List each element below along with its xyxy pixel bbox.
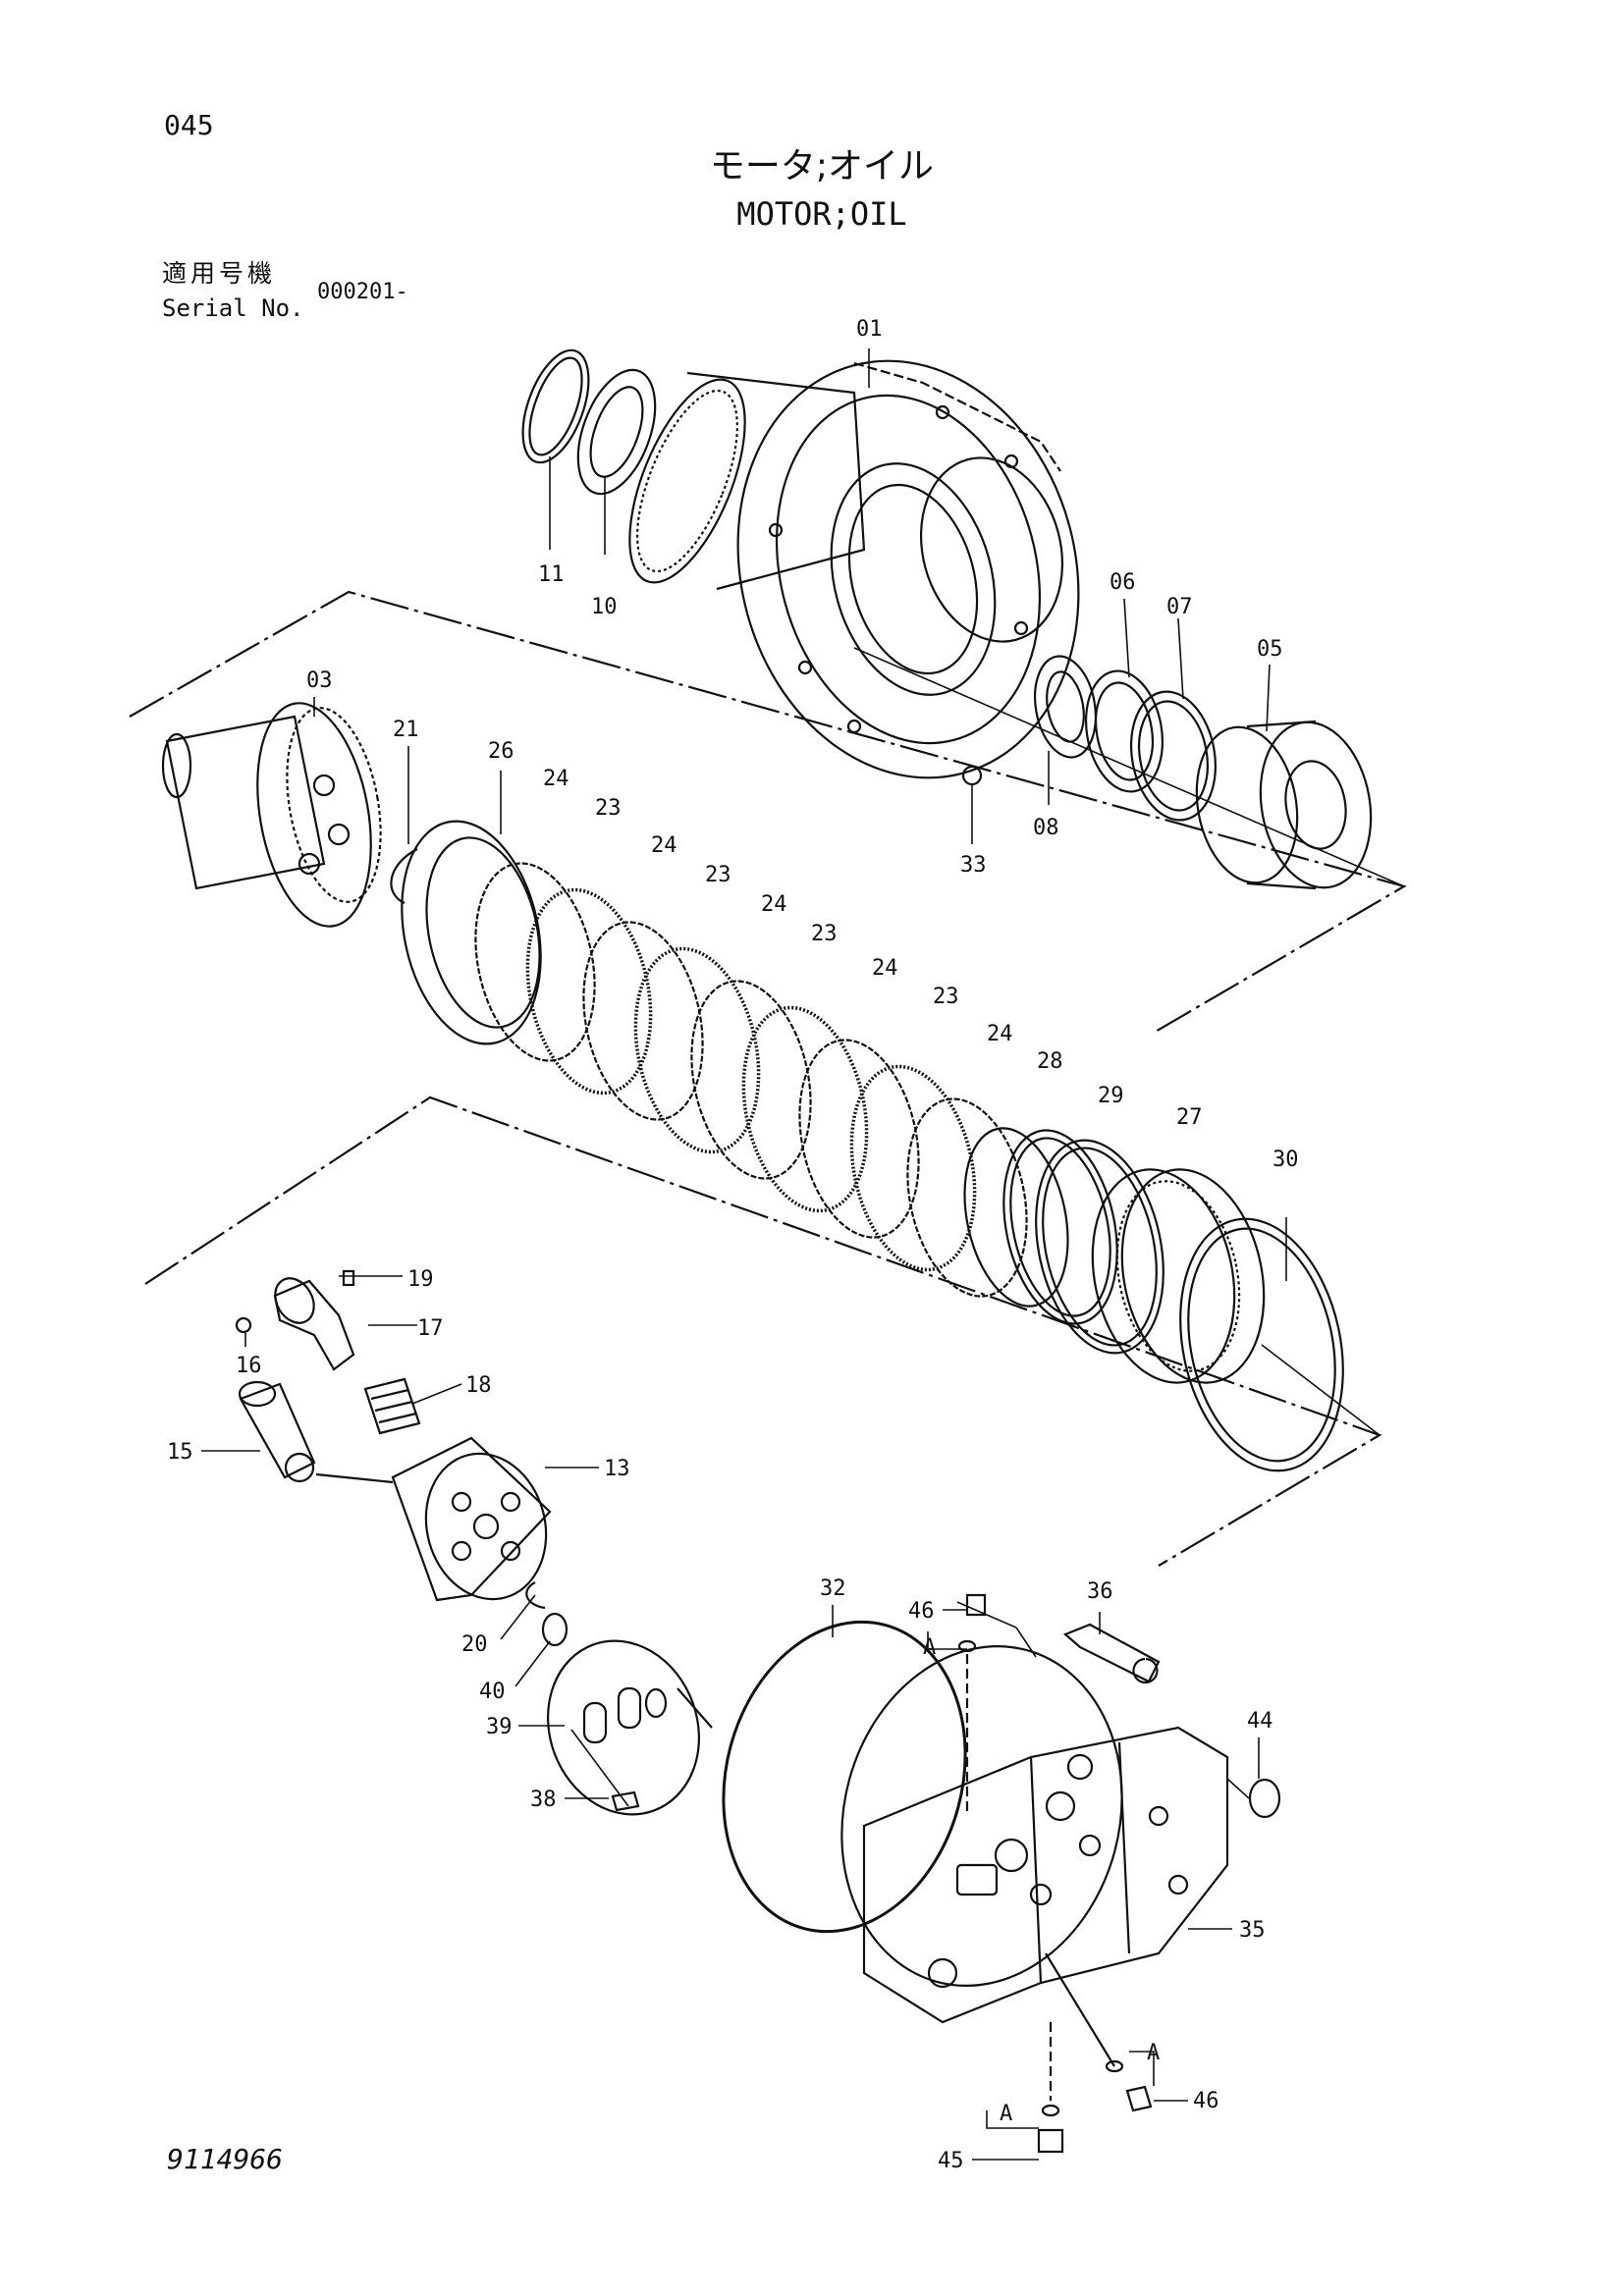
serial-label-english: Serial No. <box>162 294 304 322</box>
callout-32: 32 <box>820 1576 846 1601</box>
leader-line <box>315 1472 394 1484</box>
o-ring-a-right <box>1105 2059 1124 2073</box>
callout-brackets <box>927 1631 1155 2129</box>
bush-40 <box>541 1612 568 1647</box>
callout-44: 44 <box>1247 1709 1273 1734</box>
o-ring-32 <box>722 1620 967 1934</box>
ring-28-29 <box>1002 1129 1164 1355</box>
serial-label-japanese: 適用号機 <box>162 259 277 288</box>
brake-disc-stack <box>474 862 1069 1308</box>
callout-01: 01 <box>856 317 883 342</box>
callout-33: 33 <box>960 853 987 878</box>
callout-24d: 24 <box>872 956 898 981</box>
callout-38: 38 <box>530 1788 557 1812</box>
section-boundary-upper <box>129 590 1407 1034</box>
callout-15: 15 <box>167 1440 193 1465</box>
callout-45: 45 <box>938 2149 964 2173</box>
callout-39: 39 <box>486 1715 513 1739</box>
callout-23d: 23 <box>933 985 959 1009</box>
callout-23a: 23 <box>595 796 622 821</box>
valve-spool-17 <box>273 1277 355 1371</box>
valve-plate-39 <box>546 1639 701 1816</box>
callout-27: 27 <box>1176 1105 1203 1130</box>
callout-24e: 24 <box>987 1022 1013 1046</box>
callout-13: 13 <box>604 1457 630 1481</box>
callout-10: 10 <box>591 595 618 619</box>
section-boundary-lower <box>144 1095 1382 1567</box>
leader-line <box>677 1687 713 1729</box>
drawing-number: 9114966 <box>167 2143 284 2175</box>
callout-06: 06 <box>1110 570 1136 595</box>
ball-16 <box>235 1316 252 1334</box>
callout-30: 30 <box>1272 1148 1299 1172</box>
callout-21: 21 <box>393 718 419 742</box>
callout-40: 40 <box>479 1680 506 1704</box>
callout-17: 17 <box>417 1316 444 1341</box>
o-ring-a-top <box>957 1639 977 1653</box>
callout-46-bottom: 46 <box>1193 2089 1219 2113</box>
snap-ring-20 <box>525 1581 546 1610</box>
page-title-japanese: モータ;オイル <box>709 146 935 187</box>
spring-18 <box>363 1377 421 1435</box>
callout-18: 18 <box>465 1373 492 1398</box>
plate-30 <box>1179 1217 1344 1472</box>
callout-a-top: A <box>923 1635 936 1660</box>
oil-seal-10 <box>576 368 657 496</box>
plug-45 <box>1037 2128 1064 2154</box>
page-number: 045 <box>164 109 214 141</box>
plug-46-bottom <box>1125 2085 1153 2112</box>
callout-08: 08 <box>1033 816 1059 840</box>
leader-line <box>1045 1952 1115 2067</box>
callout-23c: 23 <box>811 922 838 946</box>
page-title-english: MOTOR;OIL <box>736 195 907 233</box>
callout-16: 16 <box>236 1354 262 1378</box>
snap-ring-21 <box>390 848 418 905</box>
shaft-03 <box>161 702 382 928</box>
callout-11: 11 <box>538 562 565 587</box>
callout-23b: 23 <box>705 863 731 887</box>
piston-15 <box>238 1380 316 1483</box>
callout-leaders <box>201 348 1287 2161</box>
bearing-parts-06-07-08 <box>1034 655 1218 822</box>
callout-07: 07 <box>1166 595 1193 619</box>
hub-housing-01 <box>628 359 1080 779</box>
callout-46-top: 46 <box>908 1599 935 1624</box>
callout-a-right: A <box>1147 2041 1160 2065</box>
serial-number-value: 000201- <box>317 280 408 304</box>
callout-05: 05 <box>1257 637 1283 662</box>
callout-03: 03 <box>306 668 333 693</box>
callout-29: 29 <box>1098 1084 1124 1108</box>
callout-24b: 24 <box>651 833 677 858</box>
plug-44 <box>1248 1778 1281 1819</box>
callout-28: 28 <box>1037 1049 1063 1074</box>
callout-a-bottom: A <box>1000 2102 1012 2126</box>
cylinder-block-13 <box>391 1436 552 1602</box>
piston-27 <box>1091 1168 1266 1384</box>
motor-case-35 <box>840 1645 1229 2024</box>
callout-20: 20 <box>461 1632 488 1657</box>
pin-38 <box>611 1790 640 1812</box>
o-ring-a-bottom <box>1041 2104 1060 2117</box>
plug-46-top <box>965 1593 987 1617</box>
callout-35: 35 <box>1239 1918 1266 1943</box>
callout-24a: 24 <box>543 767 569 791</box>
bolt-36 <box>1062 1623 1161 1684</box>
callout-36: 36 <box>1087 1579 1113 1604</box>
callout-26: 26 <box>488 739 514 764</box>
bearing-05 <box>1195 720 1373 890</box>
snap-ring-11 <box>521 348 590 464</box>
pin-19 <box>342 1269 355 1287</box>
callout-24c: 24 <box>761 892 787 917</box>
callout-19: 19 <box>407 1267 434 1292</box>
